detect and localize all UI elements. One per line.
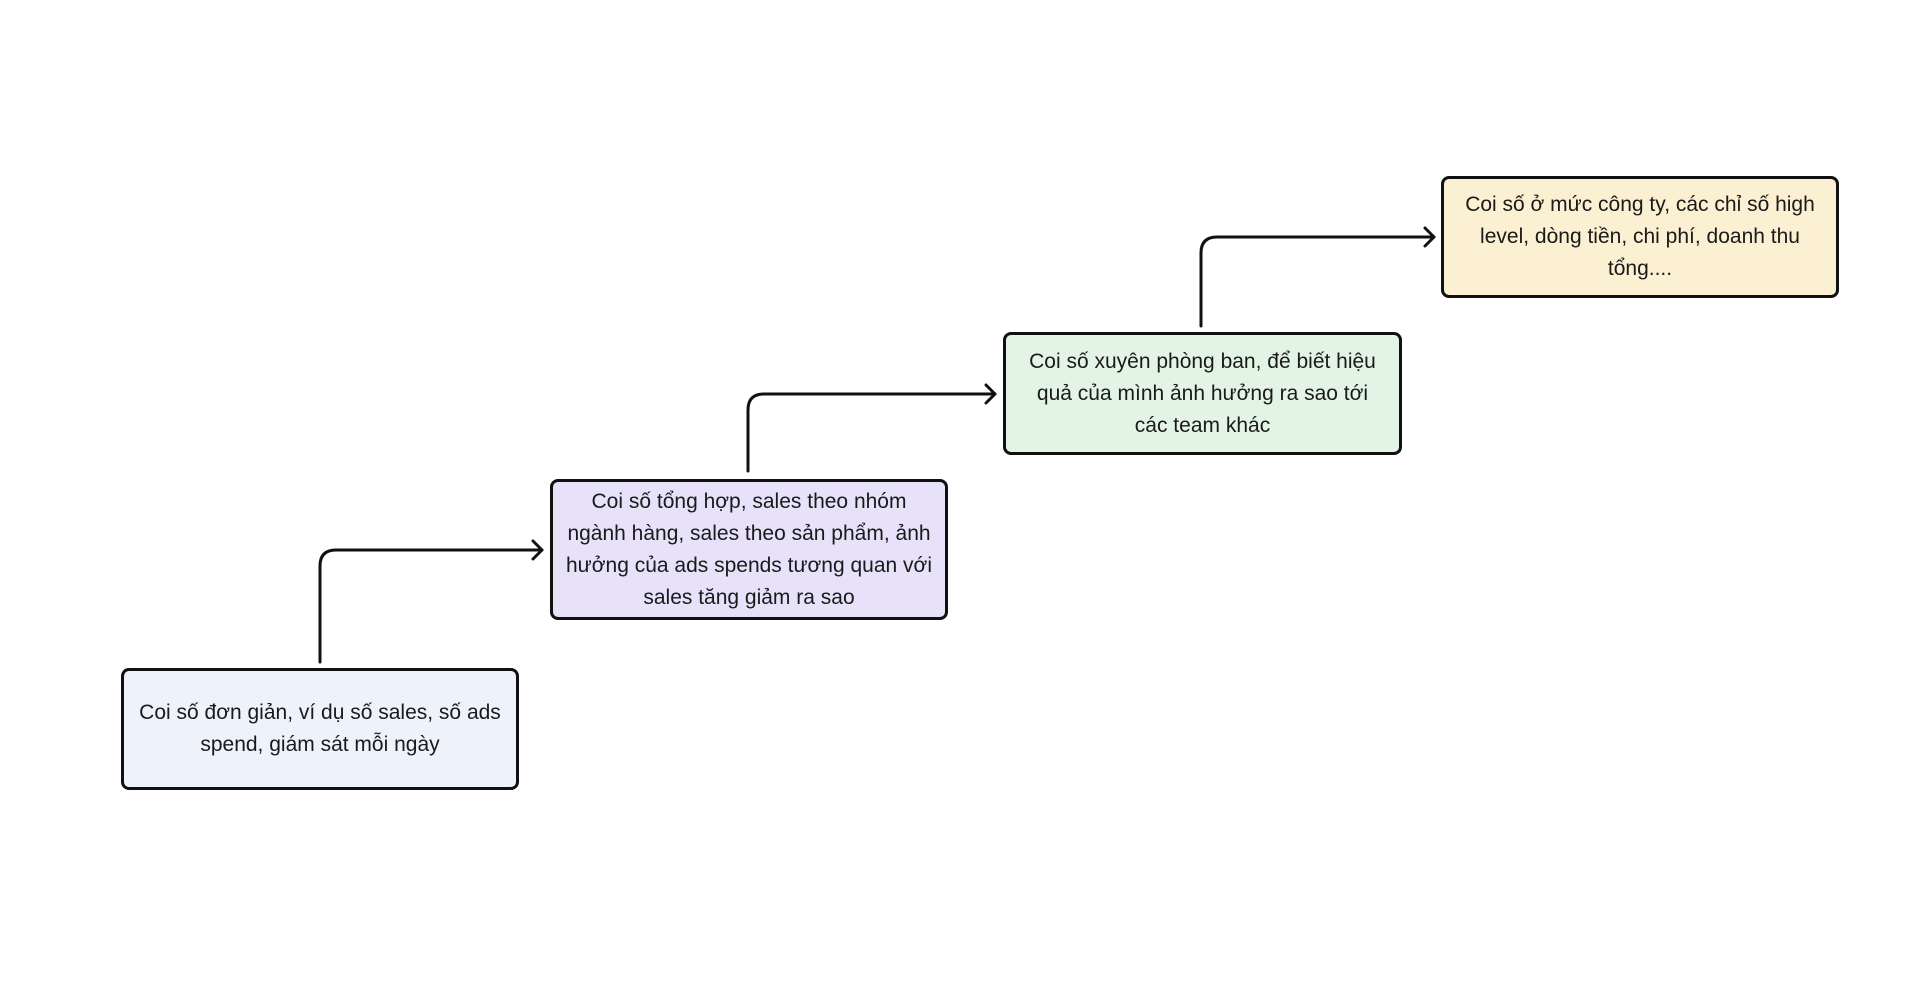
arrow-head-3 — [1423, 226, 1436, 248]
step-3-text: Coi số xuyên phòng ban, để biết hiệu quả… — [1029, 349, 1376, 437]
step-2-box: Coi số tổng hợp, sales theo nhóm ngành h… — [550, 479, 948, 620]
step-3-box: Coi số xuyên phòng ban, để biết hiệu quả… — [1003, 332, 1402, 455]
arrow-head-1 — [531, 539, 544, 561]
arrow-step3-to-step4 — [1199, 235, 1436, 328]
step-1-box: Coi số đơn giản, ví dụ số sales, số ads … — [121, 668, 519, 790]
step-2-text: Coi số tổng hợp, sales theo nhóm ngành h… — [566, 489, 932, 609]
arrow-step2-to-step3 — [746, 392, 997, 473]
step-4-text: Coi số ở mức công ty, các chỉ số high le… — [1465, 193, 1815, 280]
step-1-text: Coi số đơn giản, ví dụ số sales, số ads … — [139, 701, 501, 756]
arrow-step1-to-step2 — [318, 548, 544, 664]
step-4-box: Coi số ở mức công ty, các chỉ số high le… — [1441, 176, 1839, 298]
arrow-head-2 — [984, 383, 997, 405]
